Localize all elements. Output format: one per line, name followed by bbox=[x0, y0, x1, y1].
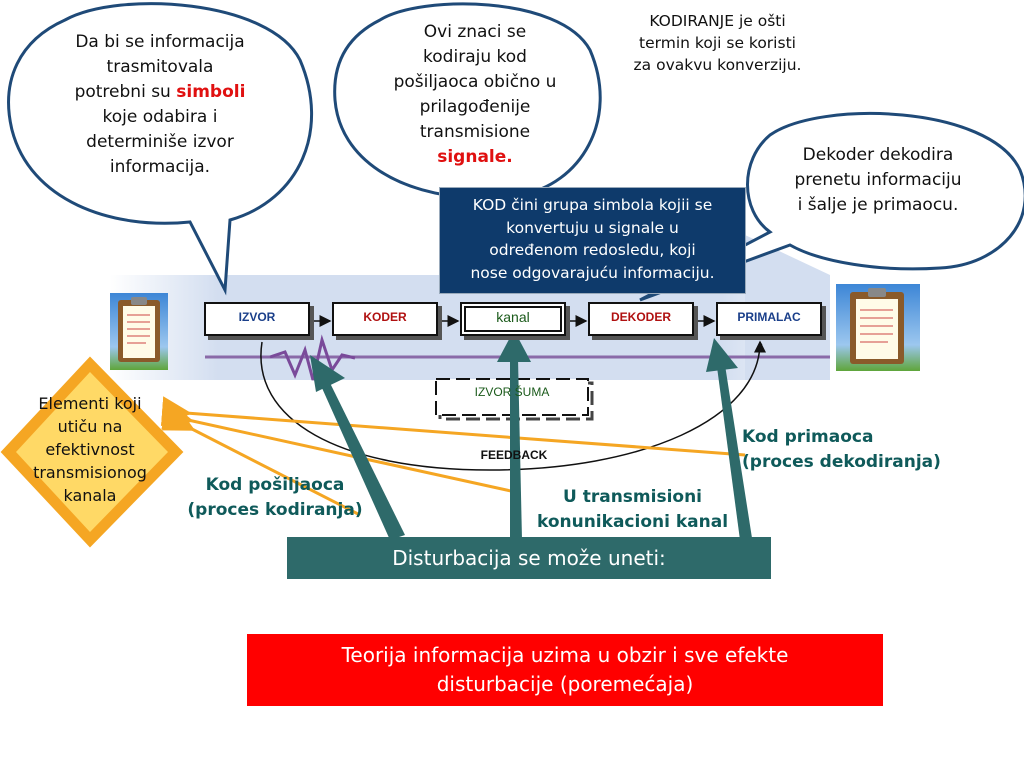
block-dekoder: DEKODER bbox=[588, 302, 694, 336]
block-primalac: PRIMALAC bbox=[716, 302, 822, 336]
feedback-label: FEEDBACK bbox=[480, 448, 548, 462]
clipboard-icon-right bbox=[836, 284, 920, 371]
block-kanal: kanal bbox=[460, 302, 566, 336]
bubble-middle-text: Ovi znaci se kodiraju kod pošiljaoca obi… bbox=[393, 22, 557, 167]
bubble-left-text: Da bi se informacija trasmitovala potreb… bbox=[74, 32, 246, 177]
orange-arrow-sender bbox=[161, 403, 361, 517]
orange-arrow-receiver bbox=[160, 396, 746, 457]
teal-arrow-sender bbox=[310, 355, 405, 540]
block-koder: KODER bbox=[332, 302, 438, 336]
izvor-suma-label: IZVOR ŠUMA bbox=[474, 385, 550, 399]
block-izvor: IZVOR bbox=[204, 302, 310, 336]
teal-arrow-channel bbox=[497, 330, 531, 540]
clipboard-icon-left bbox=[110, 293, 168, 370]
disturbance-box: Disturbacija se može uneti: bbox=[287, 537, 771, 579]
noise-wave bbox=[269, 334, 356, 381]
kodiranje-note: KODIRANJE je ošti termin koji se koristi… bbox=[633, 12, 802, 74]
bubble-right-text: Dekoder dekodira prenetu informaciju i š… bbox=[794, 145, 962, 215]
teal-arrow-receiver bbox=[706, 338, 752, 540]
diamond-text: Elementi koji utiču na efektivnost trans… bbox=[33, 394, 147, 505]
kod-definition-box: KOD čini grupa simbola kojii se konvertu… bbox=[439, 187, 746, 294]
caption-sender: Kod pošiljaoca (proces kodiranja) bbox=[187, 475, 363, 520]
theory-box: Teorija informacija uzima u obzir i sve … bbox=[247, 634, 883, 706]
caption-receiver: Kod primaoca (proces dekodiranja) bbox=[742, 427, 941, 472]
bubble-left-shape bbox=[7, 2, 314, 296]
caption-channel: U transmisioni konunikacioni kanal bbox=[536, 487, 729, 532]
